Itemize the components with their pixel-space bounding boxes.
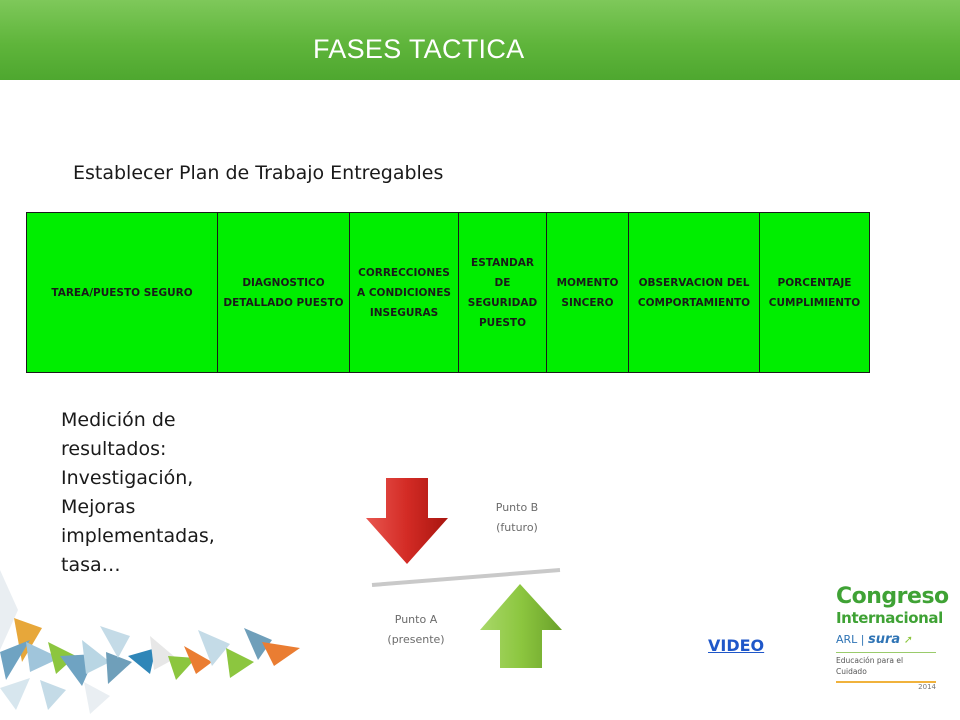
logo-line-1: Congreso xyxy=(836,584,949,609)
table-cell: ESTANDAR DE SEGURIDAD PUESTO xyxy=(458,212,547,373)
section-heading: Establecer Plan de Trabajo Entregables xyxy=(73,162,444,184)
point-b-label: Punto B xyxy=(495,501,539,514)
logo-arl: ARL xyxy=(836,633,858,646)
table-cell: DIAGNOSTICO DETALLADO PUESTO xyxy=(217,212,350,373)
table-cell: CORRECCIONES A CONDICIONES INSEGURAS xyxy=(349,212,459,373)
table-cell: PORCENTAJE CUMPLIMIENTO xyxy=(759,212,870,373)
logo-brand: sura xyxy=(868,632,901,647)
deliverables-table: TAREA/PUESTO SEGURO DIAGNOSTICO DETALLAD… xyxy=(26,212,870,373)
table-row: TAREA/PUESTO SEGURO DIAGNOSTICO DETALLAD… xyxy=(26,212,870,373)
header-bar: FASES TACTICA xyxy=(0,0,960,80)
video-link[interactable]: VIDEO xyxy=(708,636,765,655)
table-cell: TAREA/PUESTO SEGURO xyxy=(26,212,218,373)
table-cell: OBSERVACION DEL COMPORTAMIENTO xyxy=(628,212,760,373)
measurement-line: implementadas, xyxy=(61,525,215,547)
punto-diagram-graphic xyxy=(366,478,562,668)
table-cell: MOMENTO SINCERO xyxy=(546,212,629,373)
point-b-sub: (futuro) xyxy=(496,521,538,534)
point-b-caption: Punto B (futuro) xyxy=(482,498,552,538)
point-a-sub: (presente) xyxy=(387,633,445,646)
measurement-line: Medición de xyxy=(61,409,176,431)
point-a-caption: Punto A (presente) xyxy=(376,610,456,650)
up-arrow-icon xyxy=(480,584,562,668)
logo-tagline: Educación para el Cuidado xyxy=(836,652,936,677)
logo-year: 2014 xyxy=(836,681,936,691)
point-a-label: Punto A xyxy=(394,613,438,626)
down-arrow-icon xyxy=(366,478,448,564)
punto-diagram: Punto B (futuro) Punto A (presente) xyxy=(362,472,572,672)
divider-line xyxy=(371,568,561,587)
measurement-text: Medición de resultados: Investigación, M… xyxy=(61,406,241,580)
measurement-line: tasa… xyxy=(61,554,121,576)
congress-logo: Congreso Internacional ARL | sura ➚ Educ… xyxy=(836,584,949,695)
logo-brand-row: ARL | sura ➚ xyxy=(836,630,936,650)
slide-title: FASES TACTICA xyxy=(313,34,525,64)
decorative-triangles xyxy=(0,570,300,714)
measurement-line: resultados: xyxy=(61,438,167,460)
logo-line-2: Internacional xyxy=(836,609,943,627)
measurement-line: Mejoras xyxy=(61,496,136,518)
measurement-line: Investigación, xyxy=(61,467,194,489)
logo-separator: | xyxy=(860,633,865,646)
sura-mark-icon: ➚ xyxy=(903,633,913,646)
